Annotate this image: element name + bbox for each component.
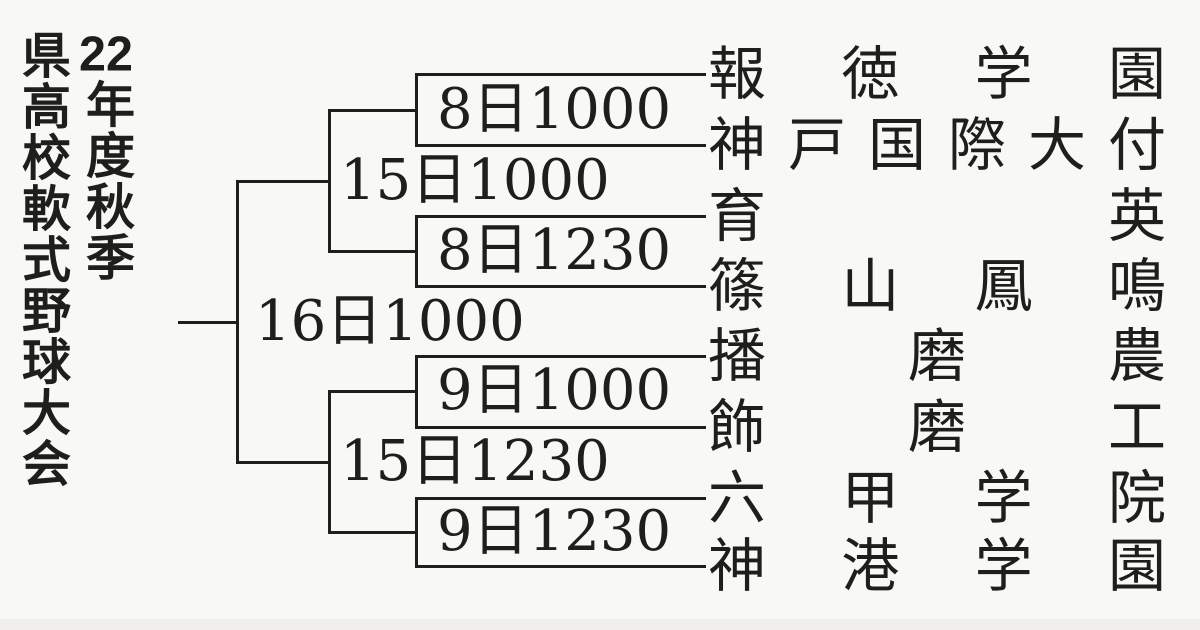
team-name-hotoku-gakuen: 報徳学園 bbox=[708, 40, 1166, 108]
match-4-datetime: 9日1230 bbox=[437, 499, 672, 564]
bracket-line-team-6 bbox=[415, 426, 706, 429]
bracket-line-team-2 bbox=[415, 144, 706, 147]
team-name-shikama-ko: 飾磨工 bbox=[708, 393, 1166, 461]
tournament-title: 22年度秋季 県高校軟式野球大会 bbox=[10, 30, 138, 490]
team-name-shinko-gakuen: 神港学園 bbox=[708, 532, 1166, 600]
bracket-winner-line-semifinal-1 bbox=[236, 180, 331, 183]
bracket-winner-line-match-2 bbox=[328, 250, 418, 253]
team-name-harima-no: 播磨農 bbox=[708, 322, 1166, 390]
title-year: 22 bbox=[79, 30, 133, 79]
bracket-line-team-5 bbox=[415, 355, 706, 358]
bracket-winner-line-match-4 bbox=[328, 531, 418, 534]
match-3-datetime: 9日1000 bbox=[437, 358, 672, 423]
match-1-datetime: 8日1000 bbox=[437, 77, 672, 142]
semifinal-2-datetime: 15日1230 bbox=[340, 429, 610, 494]
title-line-2: 県高校軟式野球大会 bbox=[15, 30, 69, 489]
bracket-line-team-4 bbox=[415, 285, 706, 288]
bracket-champion-line bbox=[178, 321, 239, 324]
bracket-winner-line-semifinal-2 bbox=[236, 461, 331, 464]
bracket-line-team-3 bbox=[415, 215, 706, 218]
bracket-line-team-8 bbox=[415, 565, 706, 568]
bottom-scan-band bbox=[0, 619, 1200, 630]
title-line-1: 22年度秋季 bbox=[74, 30, 138, 490]
semifinal-1-datetime: 15日1000 bbox=[340, 148, 610, 213]
team-name-rokko-gakuin: 六甲学院 bbox=[708, 464, 1166, 532]
team-name-ikuei: 育英 bbox=[708, 182, 1166, 250]
team-name-sasayama-homei: 篠山鳳鳴 bbox=[708, 252, 1166, 320]
bracket-winner-line-match-3 bbox=[328, 390, 418, 393]
title-line-1-rest: 年度秋季 bbox=[79, 79, 133, 283]
match-2-datetime: 8日1230 bbox=[437, 218, 672, 283]
bracket-line-team-1 bbox=[415, 73, 706, 76]
final-datetime: 16日1000 bbox=[255, 289, 525, 354]
team-name-kobe-kokusai-daifu: 神戸国際大付 bbox=[708, 111, 1166, 179]
bracket-winner-line-match-1 bbox=[328, 109, 418, 112]
bracket-line-team-7 bbox=[415, 497, 706, 500]
